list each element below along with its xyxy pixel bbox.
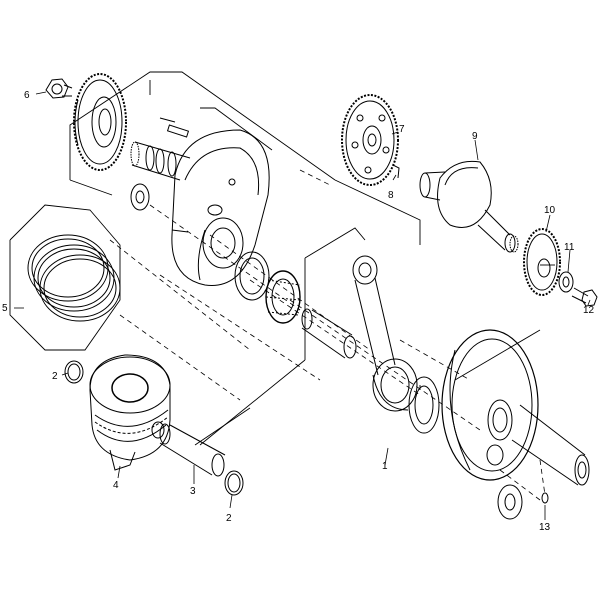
callout-9: 9 bbox=[472, 131, 478, 142]
callout-8: 8 bbox=[388, 190, 394, 201]
callout-5: 5 bbox=[2, 303, 8, 314]
callout-12: 12 bbox=[583, 305, 595, 316]
thrust-washer-left bbox=[234, 251, 270, 301]
washer-bottom-right bbox=[497, 484, 523, 520]
part-7-timing-gear bbox=[341, 94, 399, 186]
connecting-rod bbox=[352, 255, 418, 412]
part-3-piston-pin bbox=[159, 423, 226, 477]
part-2-circlip-upper bbox=[64, 360, 84, 384]
part-4-piston bbox=[89, 354, 171, 471]
part-8-pin bbox=[392, 164, 400, 179]
callout-4: 4 bbox=[113, 480, 119, 491]
thrust-washer-right bbox=[408, 376, 440, 434]
left-crankshaft-half bbox=[130, 117, 270, 286]
part-12-bolt bbox=[571, 287, 598, 307]
part-10-sprocket bbox=[523, 228, 561, 296]
part-5-piston-rings bbox=[9, 204, 121, 351]
callout-6: 6 bbox=[24, 90, 30, 101]
callout-10: 10 bbox=[544, 205, 556, 216]
small-washer-left bbox=[130, 183, 150, 211]
part-2-circlip-lower bbox=[224, 470, 244, 496]
part-11-washer bbox=[558, 271, 574, 293]
crank-pin bbox=[301, 308, 357, 359]
part-9-balancer-shaft bbox=[419, 160, 519, 253]
callout-2-lower: 2 bbox=[226, 513, 232, 524]
assembly-guide-lines bbox=[109, 169, 546, 501]
needle-bearing bbox=[265, 270, 301, 324]
callout-1: 1 bbox=[382, 461, 388, 472]
callout-13: 13 bbox=[539, 522, 551, 533]
part-6-nut bbox=[45, 78, 73, 99]
bracket-lines bbox=[69, 71, 555, 446]
callout-7: 7 bbox=[399, 124, 405, 135]
leader-lines bbox=[14, 91, 591, 520]
callout-3: 3 bbox=[190, 486, 196, 497]
callout-11: 11 bbox=[564, 242, 575, 253]
drive-gear bbox=[73, 73, 127, 171]
callout-labels: 6 5 2 4 3 2 1 7 8 9 10 11 12 13 bbox=[2, 90, 595, 533]
part-1-right-crankshaft-half bbox=[441, 329, 590, 486]
callout-2-upper: 2 bbox=[52, 371, 58, 382]
part-13-key bbox=[541, 492, 549, 504]
